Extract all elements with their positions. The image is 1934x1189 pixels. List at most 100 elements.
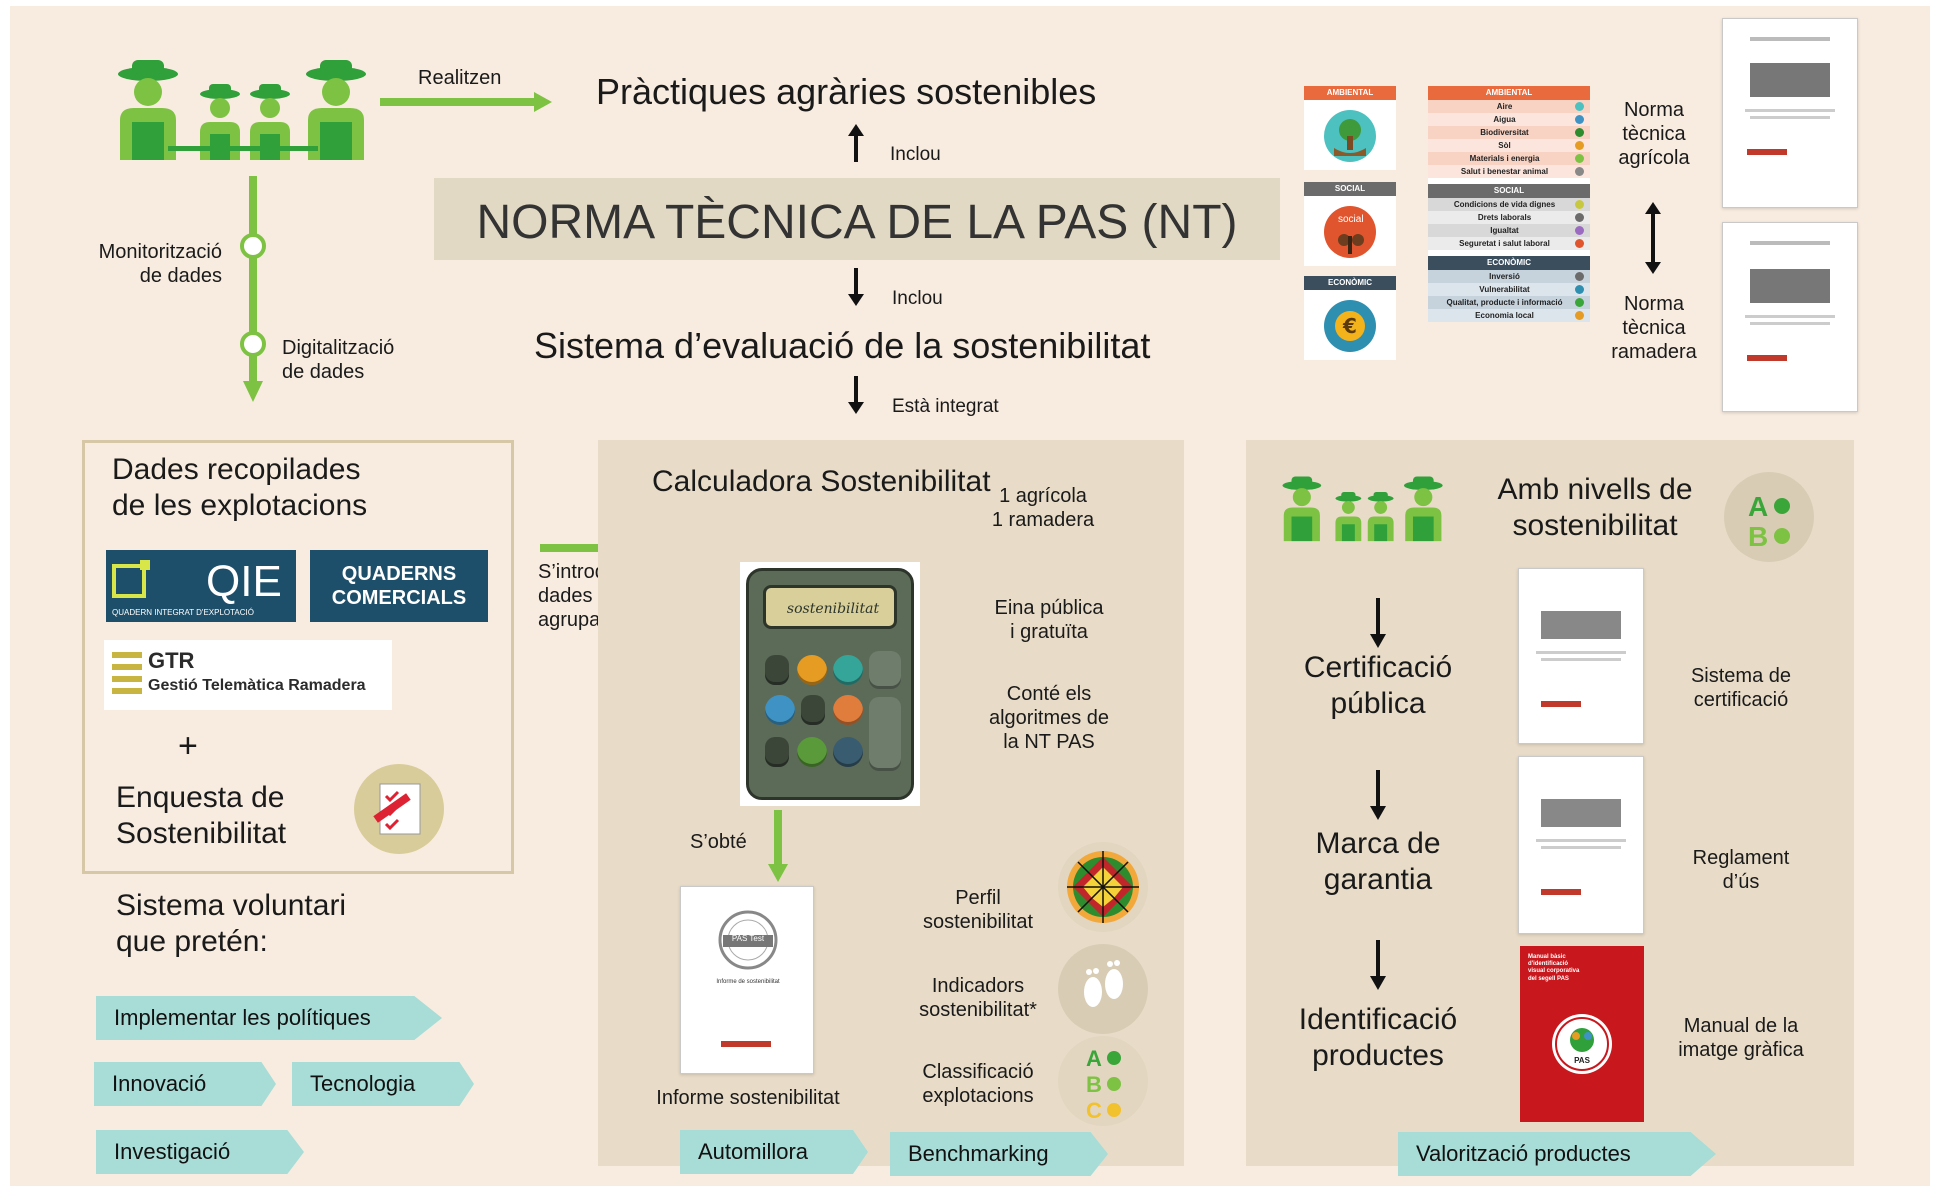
calculator-screen-text: sostenibilitat <box>786 601 880 617</box>
calculator-icon: sostenibilitat <box>740 562 920 806</box>
practiques-title: Pràctiques agràries sostenibles <box>596 71 1097 112</box>
farmers-icon <box>108 60 368 170</box>
indicator-row: Igualtat <box>1428 224 1590 237</box>
indicator-label: Seguretat i salut laboral <box>1459 239 1550 248</box>
qie-logo: QIE QUADERN INTEGRAT D'EXPLOTACIÓ <box>106 550 296 622</box>
norma-agricola-label: Norma tècnica agrícola <box>1618 99 1690 169</box>
survey-checklist-icon <box>354 764 444 854</box>
pas-seal-label: PAS <box>1574 1056 1590 1065</box>
qie-subtitle: QUADERN INTEGRAT D'EXPLOTACIÓ <box>112 608 254 617</box>
pas-test-label: PAS Test <box>731 934 765 943</box>
svg-text:C: C <box>1086 1098 1102 1123</box>
sobte-label: S’obté <box>690 831 747 853</box>
indicator-label: Qualitat, producte i informació <box>1446 298 1563 307</box>
down-arrow-marca <box>1370 770 1386 820</box>
indicator-row: Biodiversitat <box>1428 126 1590 139</box>
indicator-dot-icon <box>1575 154 1584 163</box>
calculator-screen <box>763 585 897 629</box>
indicator-label: Salut i benestar animal <box>1460 167 1549 176</box>
svg-text:B: B <box>1086 1072 1102 1097</box>
indicator-label: Aire <box>1496 102 1513 111</box>
indicator-label: Aigua <box>1493 115 1516 124</box>
calculadora-title: Calculadora Sostenibilitat <box>652 465 991 498</box>
esta-integrat-label: Està integrat <box>892 396 999 417</box>
gtr-logo: GTR Gestió Telemàtica Ramadera <box>104 640 392 710</box>
quaderns-logo: QUADERNS COMERCIALS <box>310 550 488 622</box>
norma-banner <box>434 178 1280 260</box>
classificacio-label: Classificació explotacions <box>922 1061 1034 1107</box>
indicator-label: Inversió <box>1489 272 1520 281</box>
indicator-dot-icon <box>1575 102 1584 111</box>
indicator-dot-icon <box>1575 285 1584 294</box>
inclou-label-1: Inclou <box>890 144 941 165</box>
reglament-label: Reglament d’ús <box>1692 847 1790 893</box>
indicator-row: Materials i energia <box>1428 152 1590 165</box>
calculadora-count: 1 agrícola 1 ramadera <box>991 485 1095 531</box>
indicator-row: Vulnerabilitat <box>1428 283 1590 296</box>
radar-profile-icon <box>1058 842 1148 932</box>
norma-agricola-document <box>1722 18 1858 208</box>
informe-inner-title: Informe de sostenibilitat <box>716 979 780 985</box>
perfil-label: Perfil sostenibilitat <box>922 887 1034 933</box>
social-icon-text: social <box>1338 214 1364 225</box>
plus-sign: + <box>178 727 198 765</box>
indicadors-label: Indicadors sostenibilitat* <box>919 975 1037 1021</box>
indicator-dot-icon <box>1575 272 1584 281</box>
indicator-label: Vulnerabilitat <box>1479 285 1530 294</box>
certificacio-label: Certificació pública <box>1303 651 1453 720</box>
farmers-small-icon <box>1276 476 1444 548</box>
economic-card: ECONÒMIC € <box>1304 276 1396 360</box>
norma-banner-title: NORMA TÈCNICA DE LA PAS (NT) <box>476 196 1238 249</box>
tag-valoritzacio: Valorització productes <box>1398 1132 1716 1176</box>
down-arrow-identificacio <box>1370 940 1386 990</box>
tag-innovacio: Innovació <box>94 1062 276 1106</box>
indicator-row: Aigua <box>1428 113 1590 126</box>
indicator-label: Biodiversitat <box>1480 128 1529 137</box>
identificacio-label: Identificació productes <box>1298 1003 1458 1072</box>
indicator-label: Drets laborals <box>1477 213 1532 222</box>
ambiental-card-label: AMBIENTAL <box>1304 86 1396 100</box>
indicator-row: Seguretat i salut laboral <box>1428 237 1590 250</box>
sistema-cert-label: Sistema de certificació <box>1690 665 1792 711</box>
indicator-label: Condicions de vida dignes <box>1453 200 1556 209</box>
tag-benchmarking: Benchmarking <box>890 1132 1108 1176</box>
economic-card-label: ECONÒMIC <box>1304 276 1396 290</box>
monitoritzacio-label: Monitorització de dades <box>98 241 222 287</box>
gtr-lines-icon <box>112 652 142 694</box>
informe-document: PAS Test Informe de sostenibilitat <box>680 886 814 1074</box>
social-card-label: SOCIAL <box>1304 182 1396 196</box>
tag-implementar: Implementar les polítiques <box>96 996 442 1040</box>
tag-investigacio: Investigació <box>96 1130 304 1174</box>
svg-text:B: B <box>1748 521 1768 552</box>
tag-tecnologia: Tecnologia <box>292 1062 474 1106</box>
qie-text: QIE <box>206 557 282 606</box>
indicator-dot-icon <box>1575 141 1584 150</box>
manual-document: Manual bàsic d'identificació visual corp… <box>1520 946 1644 1122</box>
norma-ramadera-label: Norma tècnica ramadera <box>1611 293 1697 363</box>
realitzen-arrow <box>380 92 552 112</box>
sistema-evaluacio-title: Sistema d’evaluació de la sostenibilitat <box>534 325 1151 366</box>
down-arrow-cert <box>1370 598 1386 648</box>
indicator-row: Inversió <box>1428 270 1590 283</box>
euro-coin-icon: € <box>1324 300 1376 352</box>
down-arrow-2 <box>848 376 864 414</box>
economic-table-head: ECONÒMIC <box>1428 256 1590 270</box>
manual-cover-text: Manual bàsic d'identificació visual corp… <box>1528 954 1580 982</box>
indicator-row: Salut i benestar animal <box>1428 165 1590 178</box>
qie-square-icon <box>112 560 150 598</box>
indicator-row: Qualitat, producte i informació <box>1428 296 1590 309</box>
norma-ramadera-document <box>1722 222 1858 412</box>
conte-label: Conté els algoritmes de la NT PAS <box>988 683 1110 753</box>
sistema-voluntari-label: Sistema voluntari que pretén: <box>116 889 347 958</box>
reglament-document <box>1518 756 1644 934</box>
inclou-label-2: Inclou <box>892 288 943 309</box>
dades-title: Dades recopilades de les explotacions <box>112 453 368 522</box>
eina-label: Eina pública i gratuïta <box>994 597 1104 643</box>
up-arrow <box>848 124 864 162</box>
svg-text:A: A <box>1086 1046 1102 1071</box>
bidirectional-arrow <box>1645 202 1661 274</box>
